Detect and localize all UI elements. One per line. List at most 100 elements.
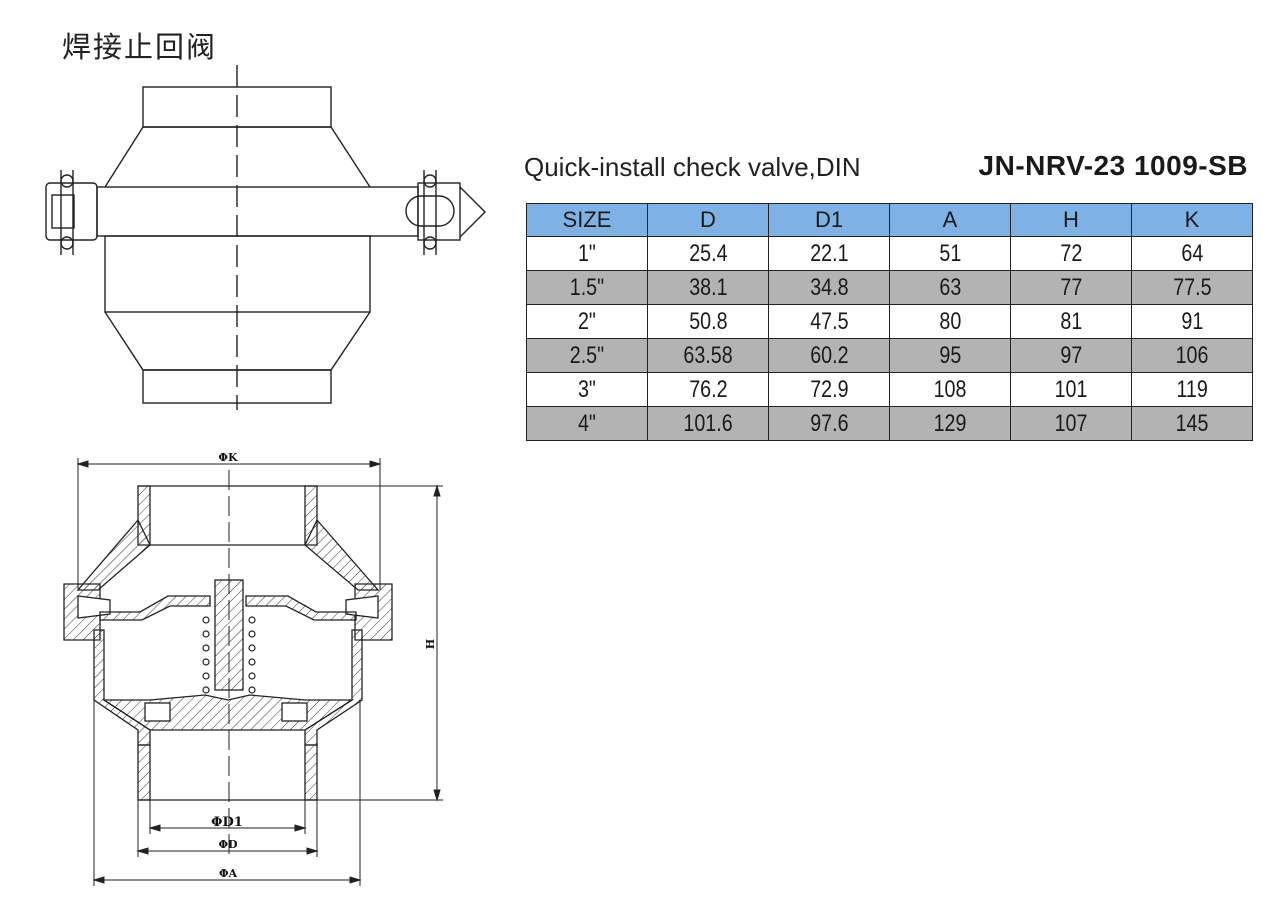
model-code: JN-NRV-23 1009-SB bbox=[978, 150, 1248, 181]
table-cell: 80 bbox=[889, 304, 1011, 339]
cell-value: 145 bbox=[1175, 409, 1209, 437]
cell-value: 51 bbox=[939, 239, 961, 267]
spec-body: 1" 25.4 22.1 51 72 64 1.5" 38.1 34.8 63 77 77.5 2" 50… bbox=[526, 236, 1253, 441]
drawing-title-cn: 焊接止回阀 bbox=[62, 30, 218, 64]
cell-value: 129 bbox=[933, 409, 967, 437]
spec-title: Quick-install check valve,DIN bbox=[524, 152, 861, 182]
dim-a-label: ΦA bbox=[219, 867, 238, 880]
cell-value: 95 bbox=[939, 341, 961, 369]
col-header: SIZE bbox=[526, 203, 648, 237]
table-row: 1" 25.4 22.1 51 72 64 bbox=[526, 236, 1253, 271]
table-cell: 106 bbox=[1131, 338, 1253, 373]
table-row: 3" 76.2 72.9 108 101 119 bbox=[526, 372, 1253, 407]
table-cell: 2.5" bbox=[526, 338, 648, 373]
cell-value: 25.4 bbox=[688, 239, 728, 267]
cell-value: 1" bbox=[578, 239, 596, 267]
cell-value: 47.5 bbox=[809, 307, 849, 335]
cell-value: 60.2 bbox=[809, 341, 849, 369]
table-cell: 1" bbox=[526, 236, 648, 271]
cell-value: 4" bbox=[578, 409, 596, 437]
cell-value: 72 bbox=[1060, 239, 1082, 267]
dimension-lines bbox=[76, 458, 443, 886]
cell-value: 63 bbox=[939, 273, 961, 301]
table-cell: 63.58 bbox=[647, 338, 769, 373]
table-cell: 25.4 bbox=[647, 236, 769, 271]
table-cell: 60.2 bbox=[768, 338, 890, 373]
valve-drawing: ΦK H ΦD1 ΦD ΦA bbox=[45, 65, 486, 886]
table-cell: 77 bbox=[1010, 270, 1132, 305]
cell-value: 80 bbox=[939, 307, 961, 335]
table-cell: 63 bbox=[889, 270, 1011, 305]
table-cell: 108 bbox=[889, 372, 1011, 407]
table-cell: 2" bbox=[526, 304, 648, 339]
table-cell: 51 bbox=[889, 236, 1011, 271]
col-header: D1 bbox=[768, 203, 890, 237]
cell-value: 77 bbox=[1060, 273, 1082, 301]
table-cell: 81 bbox=[1010, 304, 1132, 339]
elevation-view bbox=[45, 65, 486, 410]
cell-value: 64 bbox=[1181, 239, 1203, 267]
col-header: D bbox=[647, 203, 769, 237]
col-header: A bbox=[889, 203, 1011, 237]
table-row: 2.5" 63.58 60.2 95 97 106 bbox=[526, 338, 1253, 373]
section-view bbox=[63, 470, 393, 860]
cell-value: 101.6 bbox=[683, 409, 733, 437]
table-cell: 38.1 bbox=[647, 270, 769, 305]
cell-value: 38.1 bbox=[688, 273, 728, 301]
cell-value: 81 bbox=[1060, 307, 1082, 335]
cell-value: 91 bbox=[1181, 307, 1203, 335]
table-cell: 22.1 bbox=[768, 236, 890, 271]
table-cell: 4" bbox=[526, 406, 648, 441]
col-header: K bbox=[1131, 203, 1253, 237]
cell-value: 97 bbox=[1060, 341, 1082, 369]
table-cell: 34.8 bbox=[768, 270, 890, 305]
table-row: 2" 50.8 47.5 80 81 91 bbox=[526, 304, 1253, 339]
table-cell: 101 bbox=[1010, 372, 1132, 407]
cell-value: 106 bbox=[1175, 341, 1209, 369]
table-cell: 107 bbox=[1010, 406, 1132, 441]
col-header: H bbox=[1010, 203, 1132, 237]
cell-value: 101 bbox=[1054, 375, 1088, 403]
table-cell: 101.6 bbox=[647, 406, 769, 441]
table-cell: 97.6 bbox=[768, 406, 890, 441]
table-cell: 76.2 bbox=[647, 372, 769, 407]
table-cell: 64 bbox=[1131, 236, 1253, 271]
table-cell: 50.8 bbox=[647, 304, 769, 339]
dim-k-label: ΦK bbox=[218, 451, 238, 464]
cell-value: 1.5" bbox=[569, 273, 605, 301]
spec-header-row: SIZE D D1 A H K bbox=[526, 203, 1253, 237]
table-cell: 47.5 bbox=[768, 304, 890, 339]
dimension-labels: ΦK H ΦD1 ΦD ΦA bbox=[211, 451, 437, 880]
table-row: 4" 101.6 97.6 129 107 145 bbox=[526, 406, 1253, 441]
table-cell: 72.9 bbox=[768, 372, 890, 407]
table-cell: 77.5 bbox=[1131, 270, 1253, 305]
dim-d1-label: ΦD1 bbox=[211, 815, 243, 830]
cell-value: 97.6 bbox=[809, 409, 849, 437]
table-cell: 97 bbox=[1010, 338, 1132, 373]
cell-value: 22.1 bbox=[809, 239, 849, 267]
cell-value: 72.9 bbox=[809, 375, 849, 403]
cell-value: 3" bbox=[578, 375, 596, 403]
dim-h-label: H bbox=[424, 639, 437, 649]
table-cell: 119 bbox=[1131, 372, 1253, 407]
cell-value: 34.8 bbox=[809, 273, 849, 301]
cell-value: 63.58 bbox=[683, 341, 733, 369]
table-cell: 3" bbox=[526, 372, 648, 407]
dim-d-label: ΦD bbox=[218, 838, 238, 851]
table-row: 1.5" 38.1 34.8 63 77 77.5 bbox=[526, 270, 1253, 305]
cell-value: 119 bbox=[1176, 375, 1208, 403]
table-cell: 91 bbox=[1131, 304, 1253, 339]
table-cell: 72 bbox=[1010, 236, 1132, 271]
table-cell: 1.5" bbox=[526, 270, 648, 305]
cell-value: 77.5 bbox=[1172, 273, 1212, 301]
cell-value: 2" bbox=[578, 307, 596, 335]
cell-value: 2.5" bbox=[569, 341, 605, 369]
spec-table: SIZE D D1 A H K 1" 25.4 22.1 51 72 64 1.5" 38.1… bbox=[526, 203, 1253, 441]
cell-value: 50.8 bbox=[688, 307, 728, 335]
cell-value: 76.2 bbox=[688, 375, 728, 403]
table-cell: 95 bbox=[889, 338, 1011, 373]
table-cell: 145 bbox=[1131, 406, 1253, 441]
cell-value: 107 bbox=[1054, 409, 1088, 437]
cell-value: 108 bbox=[933, 375, 967, 403]
table-cell: 129 bbox=[889, 406, 1011, 441]
